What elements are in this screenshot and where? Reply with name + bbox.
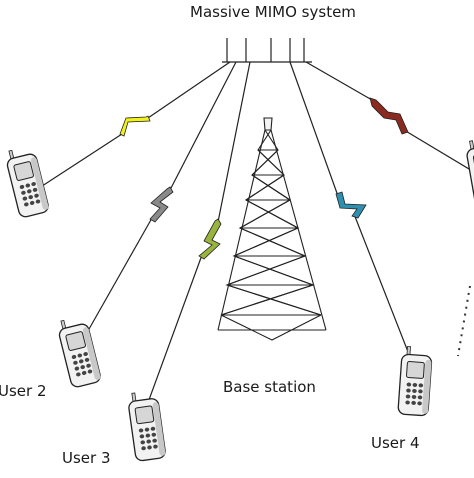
mobile-phone-icon — [6, 149, 49, 218]
link-user-1 — [35, 61, 231, 191]
base-station-label: Base station — [223, 378, 316, 396]
user-3-label: User 3 — [62, 449, 111, 467]
user-2-label: User 2 — [0, 382, 47, 400]
link-user-2 — [75, 61, 237, 353]
link-user-4 — [289, 61, 413, 363]
mobile-phone-icon — [58, 319, 101, 388]
antenna-array-icon — [222, 38, 312, 63]
mobile-phone-icon — [466, 140, 474, 209]
more-users-dots — [457, 285, 471, 357]
mobile-phone-icon — [128, 392, 166, 462]
link-user-3 — [145, 61, 251, 409]
system-title: Massive MIMO system — [190, 3, 356, 21]
transmission-tower-icon — [217, 117, 327, 341]
link-user-5 — [305, 61, 474, 173]
user-4-label: User 4 — [371, 434, 420, 452]
mobile-phone-icon — [397, 345, 433, 417]
